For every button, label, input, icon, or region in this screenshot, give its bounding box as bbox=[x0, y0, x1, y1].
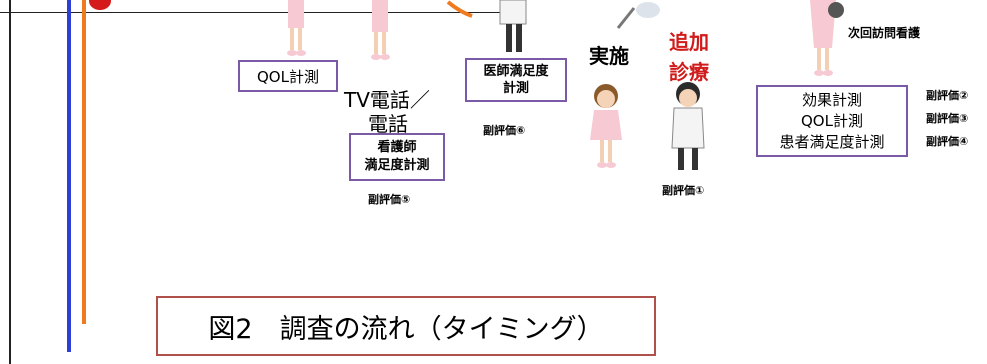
nurse-satisfaction-line2: 満足度計測 bbox=[364, 158, 430, 173]
red-circle-mark bbox=[89, 0, 111, 10]
qol-measure-label: QOL計測 bbox=[257, 67, 319, 86]
effects-line3: 患者満足度計測 bbox=[779, 132, 885, 151]
effects-line2: QOL計測 bbox=[801, 111, 863, 130]
doctor-satisfaction-line1: 医師満足度 bbox=[483, 64, 549, 79]
sub-eval-4: 副評価④ bbox=[926, 135, 969, 148]
left-border-line bbox=[9, 0, 11, 364]
nurse-figure-1-icon bbox=[287, 0, 306, 56]
effects-box: 効果計測 QOL計測 患者満足度計測 bbox=[756, 85, 908, 157]
nurse-satisfaction-box: 看護師 満足度計測 bbox=[349, 133, 445, 181]
additional-label: 追加 bbox=[669, 30, 709, 54]
effects-line1: 効果計測 bbox=[801, 90, 862, 109]
syringe-icon bbox=[616, 2, 660, 29]
sub-eval-6: 副評価⑥ bbox=[483, 124, 526, 137]
orange-arrow-icon bbox=[446, 0, 473, 18]
figure-caption-box: 図2 調査の流れ（タイミング） bbox=[156, 296, 656, 356]
implementation-label: 実施 bbox=[589, 44, 629, 68]
nurse-figure-4-icon bbox=[810, 0, 844, 76]
nurse-figure-3-icon bbox=[590, 84, 622, 168]
tv-phone-label: TV電話／ bbox=[344, 88, 430, 112]
timeline-blue-line bbox=[67, 0, 71, 352]
doctor-satisfaction-box: 医師満足度 計測 bbox=[465, 58, 567, 102]
sub-eval-1: 副評価① bbox=[662, 184, 705, 197]
doctor-satisfaction-line2: 計測 bbox=[502, 81, 529, 96]
treatment-label: 診療 bbox=[669, 60, 709, 84]
figure-caption: 図2 調査の流れ（タイミング） bbox=[208, 313, 604, 345]
timeline-orange-line bbox=[82, 0, 86, 324]
nurse-satisfaction-line1: 看護師 bbox=[377, 140, 417, 155]
phone-label: 電話 bbox=[368, 112, 408, 136]
qol-measure-box: QOL計測 bbox=[238, 60, 338, 92]
next-visit-label: 次回訪問看護 bbox=[848, 26, 921, 40]
sub-eval-3: 副評価③ bbox=[926, 112, 969, 125]
doctor-figure-1-icon bbox=[499, 0, 527, 52]
doctor-figure-2-icon bbox=[671, 82, 705, 170]
nurse-figure-2-icon bbox=[371, 0, 390, 60]
sub-eval-5: 副評価⑤ bbox=[368, 193, 411, 206]
sub-eval-2: 副評価② bbox=[926, 89, 969, 102]
